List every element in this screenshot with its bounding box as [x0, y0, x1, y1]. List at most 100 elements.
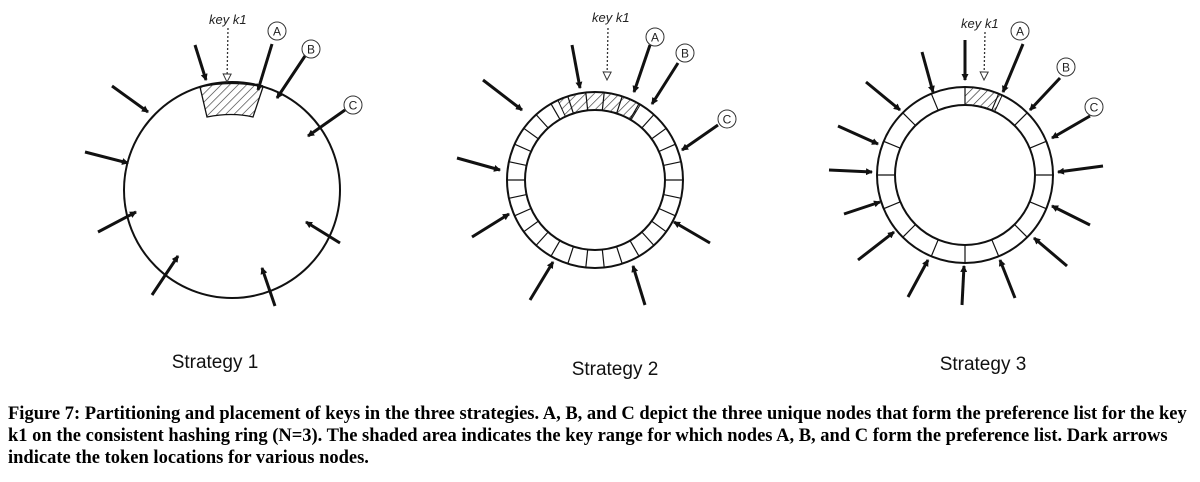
- token-arrows: [456, 44, 719, 306]
- token-arrow: [307, 108, 346, 138]
- node-a-label: A: [1016, 25, 1024, 39]
- token-arrow: [960, 265, 968, 306]
- key-label: key k1: [592, 10, 630, 25]
- partition-divider: [601, 92, 605, 111]
- token-arrow: [998, 259, 1017, 299]
- partition-dividers: [877, 87, 1053, 263]
- partition-divider: [641, 231, 655, 246]
- partition-divider: [523, 127, 539, 140]
- token-arrow: [828, 168, 873, 176]
- key-pointer-arrow: [227, 27, 228, 82]
- token-arrow: [681, 123, 719, 152]
- token-arrow: [857, 230, 895, 262]
- key-label: key k1: [209, 12, 247, 27]
- partition-divider: [567, 246, 574, 264]
- partition-divider: [523, 220, 539, 233]
- node-b-marker: B: [675, 43, 695, 63]
- token-arrow: [1051, 204, 1091, 227]
- partition-divider: [567, 96, 574, 114]
- token-arrow: [1001, 43, 1025, 93]
- partition-divider: [629, 103, 640, 120]
- strategy-2-ring-diagram: key k1 A B C Strategy 2: [456, 10, 737, 380]
- partition-divider: [535, 114, 549, 129]
- partition-divider: [1014, 224, 1028, 238]
- partition-divider: [585, 249, 589, 268]
- partition-divider: [991, 239, 1000, 257]
- hash-ring-inner: [524, 109, 666, 251]
- node-a-label: A: [651, 31, 659, 45]
- partition-divider: [663, 161, 682, 166]
- partition-divider: [883, 140, 901, 149]
- strategy-1-ring-diagram: key k1 A B C Strategy 1: [84, 12, 363, 373]
- token-arrow: [97, 210, 137, 234]
- node-c-marker: C: [717, 109, 737, 129]
- partition-divider: [535, 231, 549, 246]
- partitioning-diagram: key k1 A B C Strategy 1: [84, 10, 1104, 380]
- partition-divider: [883, 201, 901, 210]
- token-arrow: [456, 156, 501, 172]
- node-a-marker: A: [1010, 21, 1030, 41]
- node-b-label: B: [681, 47, 689, 61]
- node-c-label: C: [723, 113, 732, 127]
- partition-divider: [930, 93, 939, 111]
- node-a-marker: A: [645, 27, 665, 47]
- token-arrow: [111, 84, 149, 114]
- token-arrow: [1051, 114, 1091, 140]
- partition-divider: [550, 240, 561, 257]
- key-range-shaded-area: [199, 82, 264, 118]
- strategy-label: Strategy 2: [572, 359, 659, 380]
- partition-divider: [902, 112, 916, 126]
- hash-ring-inner: [894, 104, 1036, 246]
- partition-divider: [629, 240, 640, 257]
- key-range-shaded-area: [557, 91, 641, 121]
- strategy-label: Strategy 3: [940, 354, 1027, 375]
- token-arrow: [837, 124, 879, 146]
- token-arrow: [193, 44, 208, 81]
- token-arrow: [673, 220, 711, 245]
- token-arrow: [1033, 236, 1068, 268]
- node-c-label: C: [349, 99, 358, 113]
- key-pointer-arrow: [984, 31, 985, 80]
- token-arrow: [275, 55, 307, 99]
- partition-divider: [616, 96, 623, 114]
- partition-divider: [601, 249, 605, 268]
- partition-divider: [658, 143, 676, 153]
- strategy-3-ring-diagram: key k1 A B C Strategy 3: [828, 16, 1104, 375]
- partition-divider: [1029, 201, 1047, 210]
- key-pointer-arrow: [607, 27, 608, 80]
- partition-divider: [658, 207, 676, 217]
- token-arrow: [260, 267, 277, 307]
- key-range-shaded-area: [964, 86, 1003, 113]
- node-c-label: C: [1090, 101, 1099, 115]
- token-arrow: [843, 200, 881, 216]
- token-arrow: [1057, 164, 1104, 175]
- node-b-label: B: [1062, 61, 1070, 75]
- token-arrow: [920, 51, 935, 93]
- key-label: key k1: [961, 16, 999, 31]
- token-arrow: [650, 62, 680, 105]
- hash-ring: [123, 81, 341, 299]
- token-arrow: [865, 80, 901, 112]
- token-arrow: [256, 43, 274, 91]
- token-arrow: [84, 150, 129, 165]
- token-arrow: [528, 261, 555, 301]
- node-c-marker: C: [343, 95, 363, 115]
- partition-divider: [550, 103, 561, 120]
- partition-divider: [508, 194, 527, 199]
- figure-caption: Figure 7: Partitioning and placement of …: [8, 404, 1187, 468]
- partition-divider: [651, 220, 667, 233]
- partition-divider: [508, 161, 527, 166]
- node-b-marker: B: [1056, 57, 1076, 77]
- token-arrows: [84, 43, 346, 307]
- partition-divider: [514, 143, 532, 153]
- token-arrow: [570, 44, 583, 89]
- token-arrow: [482, 78, 523, 112]
- partition-divider: [651, 127, 667, 140]
- token-arrow: [150, 255, 180, 296]
- partition-divider: [1014, 112, 1028, 126]
- node-b-label: B: [307, 43, 315, 57]
- token-arrow: [1028, 76, 1062, 112]
- partition-divider: [902, 224, 916, 238]
- token-arrow: [631, 265, 647, 306]
- partition-divider: [616, 246, 623, 264]
